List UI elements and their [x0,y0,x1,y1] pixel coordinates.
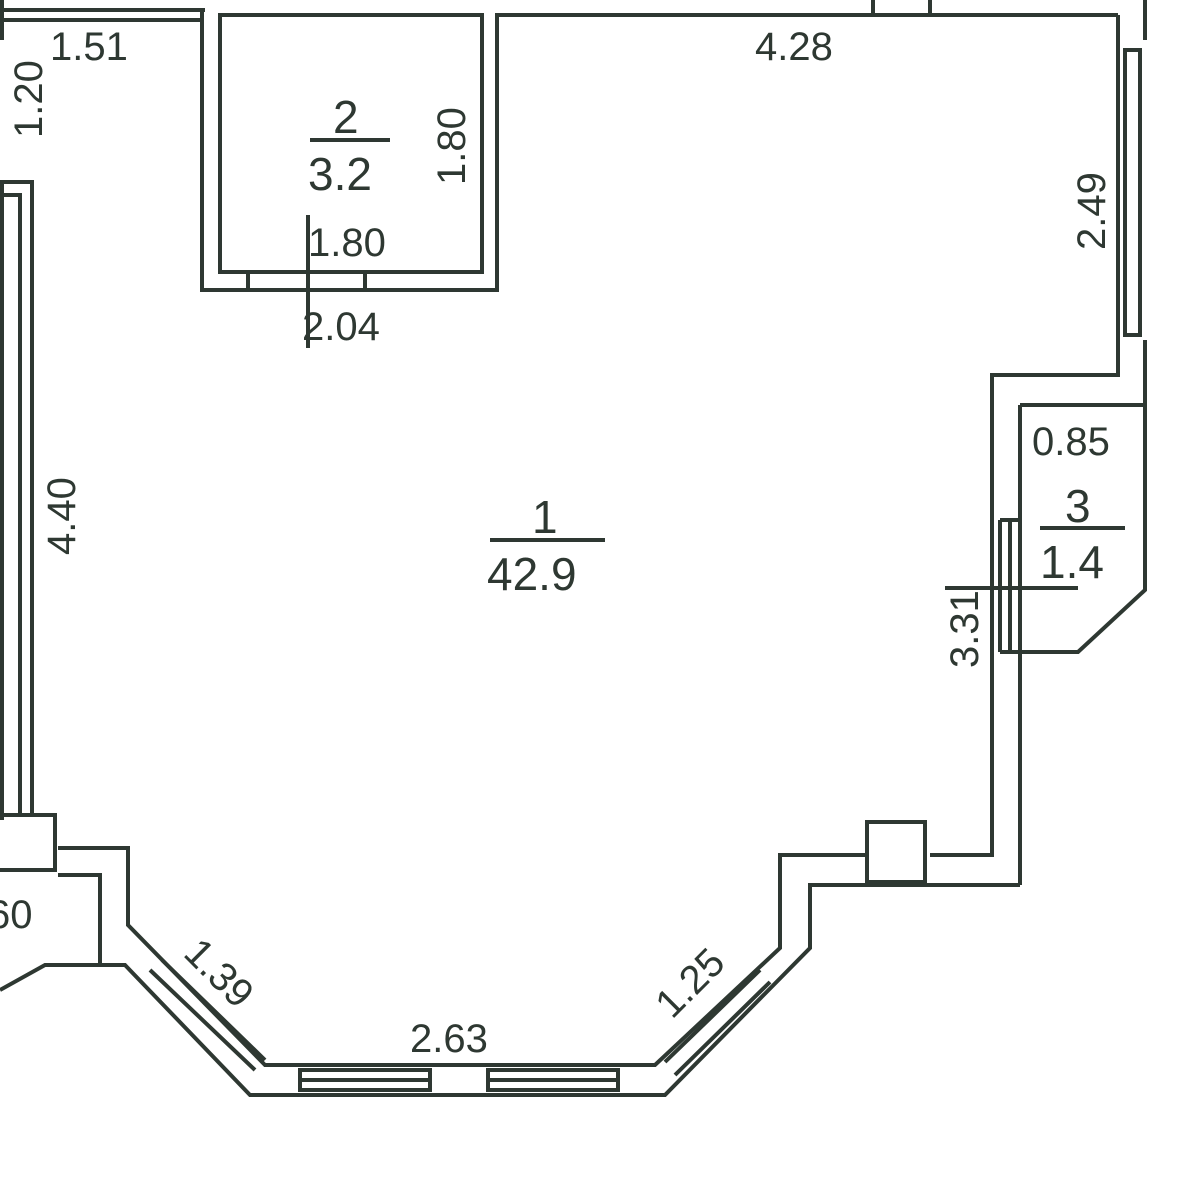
column-right [865,820,927,884]
left-column [0,813,100,992]
dim-right-middle: 3.31 [943,590,987,668]
dim-room2-inner: 1.80 [308,221,386,265]
left-wall [0,180,34,815]
room3 [1000,403,1147,885]
right-window [1123,48,1142,337]
dim-bay-bottom: 2.63 [410,1017,488,1061]
bay-inner [58,846,867,1067]
dim-left-cut: 60 [0,893,33,937]
dim-bay-left: 1.39 [176,930,262,1016]
walls [0,0,1147,1097]
labels: 1.51 1.20 2 3.2 1.80 1.80 2.04 4.28 2.49… [0,25,1114,1061]
dim-top-left: 1.51 [50,25,128,69]
dim-top-right: 4.28 [755,25,833,69]
bay-window-bottom [298,1068,620,1092]
room2-number: 2 [333,91,359,143]
bay-window-right [663,968,772,1077]
dim-left-top-vertical: 1.20 [7,60,51,138]
dim-left-wall: 4.40 [40,477,84,555]
room1-area: 42.9 [487,548,577,600]
room2-inner [218,13,484,274]
top-wall-left [0,8,205,22]
room2-outer [200,10,1118,292]
dim-right-upper: 2.49 [1070,172,1114,250]
dim-room2-outer: 2.04 [302,305,380,349]
room-dividers [310,138,1125,542]
dim-tick-room2 [306,215,1078,590]
bay-window-left [148,958,267,1072]
room2-area: 3.2 [308,148,372,200]
room2-door [246,272,367,290]
top-notch [871,0,932,15]
room1-number: 1 [532,491,558,543]
dim-room2-height: 1.80 [430,107,474,185]
room3-number: 3 [1065,480,1091,532]
dim-room3-width: 0.85 [1032,420,1110,464]
room3-area: 1.4 [1040,536,1104,588]
bay-outer [58,873,1020,1097]
dim-bay-right: 1.25 [647,940,733,1026]
